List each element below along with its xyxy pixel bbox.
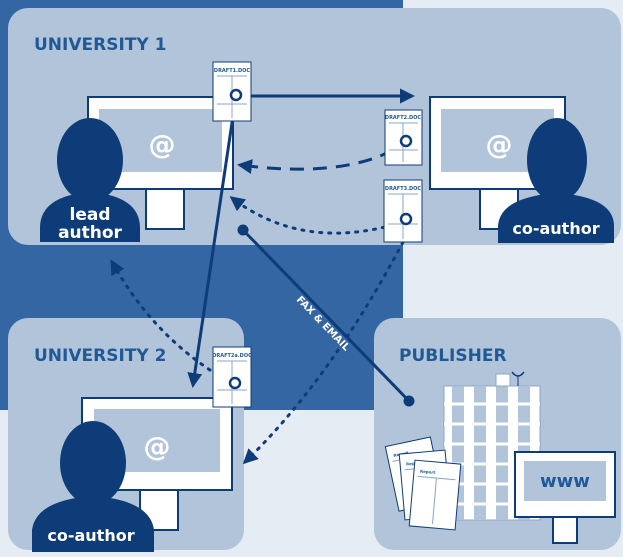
- report-doc: Report: [408, 459, 462, 531]
- doc-label: DRAFT2.DOC: [385, 115, 421, 121]
- publisher-title: PUBLISHER: [399, 346, 507, 366]
- university-1-panel: UNIVERSITY 1 @ lead author @ co-author: [8, 8, 621, 245]
- report-label: Report: [406, 460, 422, 466]
- doc-label: DRAFT3.DOC: [385, 186, 421, 192]
- document-draft1: DRAFT1.DOC: [212, 61, 252, 122]
- coauthor-2-body: [32, 496, 154, 552]
- university-1-title: UNIVERSITY 1: [34, 35, 166, 55]
- monitor-stand: [145, 188, 185, 230]
- university-2-title: UNIVERSITY 2: [34, 346, 166, 366]
- coauthor-1-person: co-author: [498, 118, 614, 243]
- at-symbol: @: [144, 432, 171, 463]
- publisher-panel: PUBLISHER www: [374, 318, 621, 550]
- report-stack: Report Report Report: [384, 436, 462, 531]
- at-symbol: @: [149, 130, 176, 161]
- lead-author-head: [57, 118, 123, 202]
- coauthor-1-body: [498, 193, 614, 243]
- coauthor-1-label: co-author: [512, 219, 599, 238]
- university-2-panel: UNIVERSITY 2 @ co-author: [8, 318, 244, 552]
- connection-node: [237, 224, 249, 236]
- coauthor-2-head: [60, 421, 126, 505]
- coauthor-2-label: co-author: [47, 526, 134, 545]
- arrow-draft2a-to-university1: [110, 259, 212, 372]
- publisher-web-monitor: www: [514, 451, 616, 544]
- fax-email-line: [241, 228, 411, 403]
- lead-author-label-line1: lead: [70, 205, 111, 225]
- document-draft2a: DRAFT2a.DOC: [212, 346, 252, 408]
- doc-label: DRAFT2a.DOC: [212, 353, 252, 359]
- arrow-draft3-to-coauthor2: [242, 240, 405, 465]
- connection-node: [403, 395, 415, 407]
- www-label: www: [540, 471, 590, 492]
- lead-author-body: [40, 192, 140, 242]
- coauthor-2-person: co-author: [32, 421, 154, 552]
- arrow-draft1-to-coauthor2: [187, 95, 238, 388]
- document-draft2: DRAFT2.DOC: [384, 109, 423, 166]
- at-symbol: @: [486, 130, 513, 161]
- lead-author-person: lead author: [40, 118, 140, 243]
- document-draft3: DRAFT3.DOC: [383, 179, 423, 243]
- lead-author-label-line2: author: [58, 223, 122, 243]
- doc-label: DRAFT1.DOC: [214, 68, 250, 74]
- report-label: Report: [420, 469, 436, 475]
- coauthor-1-head: [527, 118, 587, 202]
